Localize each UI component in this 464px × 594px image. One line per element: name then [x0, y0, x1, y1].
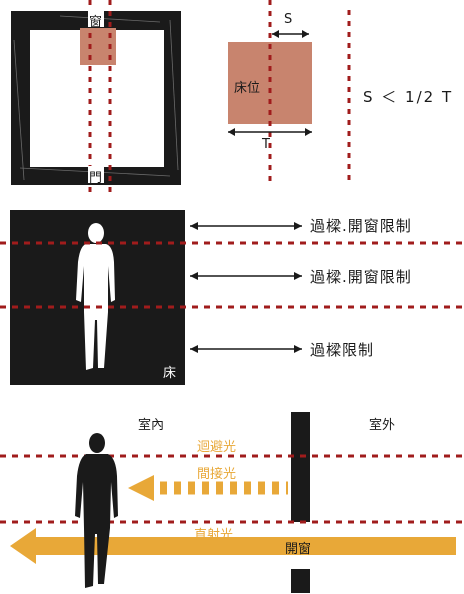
direct-light-arrow: [10, 528, 456, 564]
wall-stroke: [59, 15, 161, 23]
size-rule: S ＜ 1/2 T: [363, 88, 454, 106]
avoid-light-label: 迴避光: [197, 440, 237, 455]
window-label-bg: [88, 11, 104, 27]
floor-label: 床: [163, 366, 177, 381]
arrowhead: [128, 475, 154, 501]
arrowhead: [228, 128, 235, 136]
elevation: [0, 210, 464, 385]
t-label: T: [262, 137, 270, 152]
outdoor-label: 室外: [369, 418, 396, 433]
window-pillar-lower: [291, 569, 310, 593]
row1-label: 過樑.開窗限制: [310, 217, 412, 235]
door-label-bg: [88, 166, 104, 183]
person-silhouette: [75, 433, 118, 588]
indoor-label: 室內: [138, 418, 165, 433]
opening-label: 開窗: [285, 542, 312, 557]
direct-light-label: 直射光: [194, 528, 234, 543]
room-plan: [11, 0, 181, 192]
bed-placement: [228, 0, 351, 186]
wall-stroke: [13, 39, 25, 181]
door-label: 門: [89, 171, 103, 186]
window-label: 窗: [89, 15, 103, 30]
arrowhead: [302, 30, 309, 38]
bed-label: 床位: [234, 81, 261, 96]
arrowhead: [272, 30, 279, 38]
arrowhead: [305, 128, 312, 136]
person-silhouette: [76, 223, 115, 370]
s-label: S: [284, 12, 293, 27]
wall-stroke: [169, 19, 179, 171]
window-pillar: [291, 412, 310, 522]
indirect-light-label: 間接光: [197, 467, 237, 482]
row3-label: 過樑限制: [310, 341, 375, 359]
row2-label: 過樑.開窗限制: [310, 268, 412, 286]
light-diagram: [0, 412, 464, 593]
